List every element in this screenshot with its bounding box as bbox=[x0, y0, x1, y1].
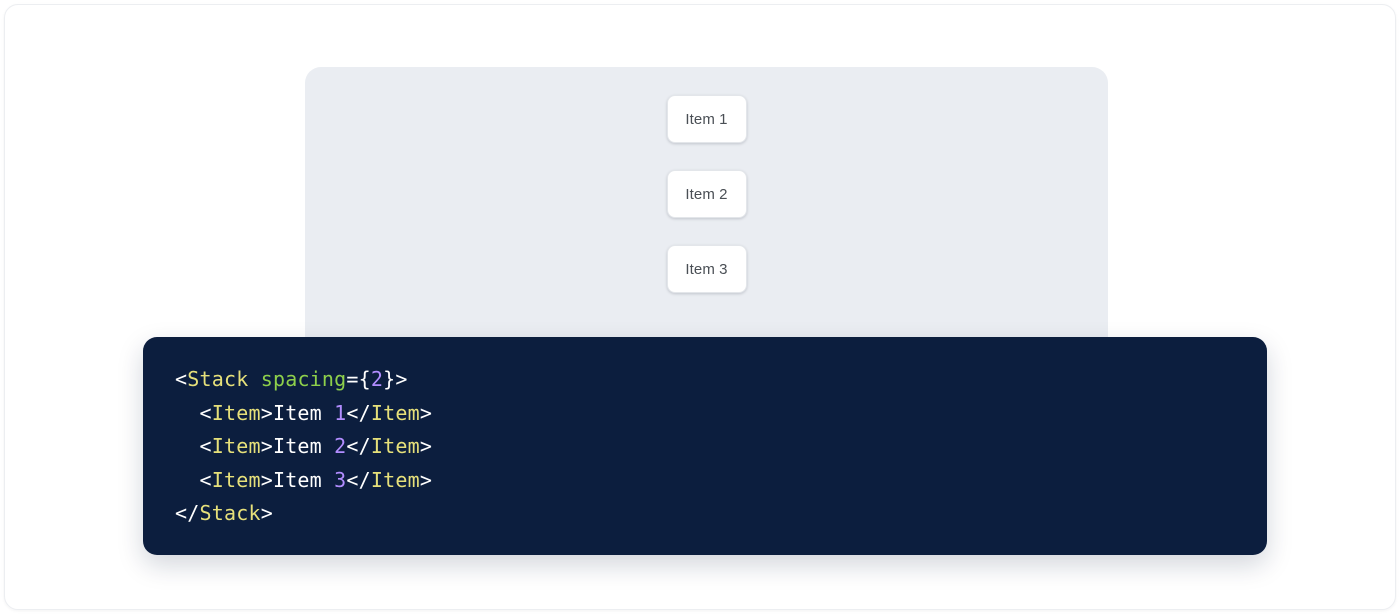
code-token-punct: </ bbox=[346, 400, 371, 425]
code-token-punct: </ bbox=[346, 434, 371, 458]
code-token-punct: < bbox=[199, 434, 212, 458]
code-token-punct: > bbox=[419, 467, 433, 492]
code-line: <Stack spacing={2}> bbox=[175, 367, 408, 391]
code-line: <Item>Item 1</Item> bbox=[175, 401, 432, 425]
code-line: <Item>Item 3</Item> bbox=[175, 468, 432, 492]
code-line: <Item>Item 2</Item> bbox=[175, 434, 432, 458]
code-token-punct: > bbox=[260, 434, 273, 458]
code-token-tag: Item bbox=[211, 434, 261, 458]
code-token-tag: Item bbox=[370, 467, 420, 492]
code-token-punct: > bbox=[260, 467, 273, 492]
code-token-text: Item bbox=[272, 467, 335, 492]
code-token-tag: Item bbox=[211, 467, 261, 492]
code-token-punct: }> bbox=[383, 367, 408, 391]
page-card: Item 1 Item 2 Item 3 <Stack spacing={2}>… bbox=[4, 4, 1396, 610]
stack-item-label: Item 3 bbox=[685, 260, 728, 278]
component-preview-panel: Item 1 Item 2 Item 3 bbox=[305, 67, 1108, 367]
code-token-text: Item bbox=[272, 434, 335, 458]
stack-item-label: Item 1 bbox=[685, 110, 728, 128]
code-token-punct: < bbox=[199, 467, 212, 492]
code-token-tag: Item bbox=[370, 434, 420, 458]
stack-container: Item 1 Item 2 Item 3 bbox=[305, 95, 1108, 293]
code-token-tag: Stack bbox=[199, 501, 261, 525]
stack-item[interactable]: Item 1 bbox=[666, 95, 747, 143]
code-token-punct: < bbox=[175, 367, 188, 391]
code-token-num: 1 bbox=[334, 400, 347, 425]
code-token-punct: </ bbox=[346, 467, 371, 492]
code-token-punct: > bbox=[260, 501, 273, 525]
code-token-attr: spacing bbox=[260, 367, 347, 391]
code-token-punct: > bbox=[419, 434, 433, 458]
code-token-tag: Item bbox=[370, 400, 420, 425]
code-token-punct: ={ bbox=[346, 367, 371, 391]
stack-item[interactable]: Item 2 bbox=[666, 170, 747, 218]
code-line: </Stack> bbox=[175, 501, 273, 525]
code-snippet: <Stack spacing={2}> <Item>Item 1</Item> … bbox=[175, 363, 1267, 531]
code-token-num: 2 bbox=[334, 434, 347, 458]
code-token-num: 3 bbox=[334, 467, 347, 492]
stack-item[interactable]: Item 3 bbox=[666, 245, 747, 293]
code-token-punct: < bbox=[199, 400, 212, 425]
stack-item-label: Item 2 bbox=[685, 185, 728, 203]
code-token-text: Item bbox=[272, 400, 335, 425]
code-token-punct bbox=[248, 367, 260, 391]
code-token-tag: Item bbox=[211, 400, 261, 425]
code-token-punct: > bbox=[419, 400, 433, 425]
code-token-punct: > bbox=[260, 400, 273, 425]
code-token-tag: Stack bbox=[187, 367, 249, 391]
code-snippet-panel[interactable]: <Stack spacing={2}> <Item>Item 1</Item> … bbox=[143, 337, 1267, 555]
code-token-num: 2 bbox=[370, 367, 384, 391]
code-token-punct: </ bbox=[175, 501, 200, 525]
